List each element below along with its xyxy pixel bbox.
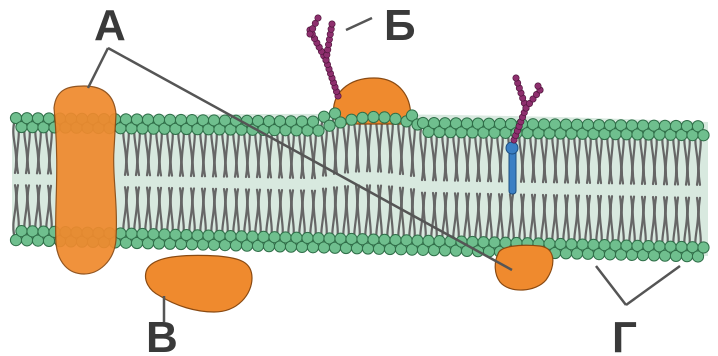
lipid-head bbox=[368, 111, 379, 122]
transmembrane-protein bbox=[54, 86, 116, 274]
lipid-head bbox=[335, 117, 346, 128]
sugar-residue bbox=[513, 75, 519, 81]
peripheral-protein-inner bbox=[495, 245, 553, 290]
lipid-head bbox=[346, 114, 357, 125]
sugar-residue bbox=[535, 83, 541, 89]
lipid-head bbox=[324, 120, 335, 131]
lipid-head bbox=[379, 112, 390, 123]
sugar-residue bbox=[315, 15, 321, 21]
lipid-head bbox=[390, 113, 401, 124]
label-g: Г bbox=[612, 313, 637, 356]
lipid-head bbox=[698, 130, 709, 141]
peripheral-protein-v bbox=[146, 255, 252, 312]
lipid-head bbox=[357, 112, 368, 123]
label-b: Б bbox=[384, 1, 416, 50]
lipid-head bbox=[698, 242, 709, 253]
sugar-residue bbox=[329, 21, 335, 27]
label-a: А bbox=[94, 1, 126, 50]
label-v: В bbox=[146, 313, 178, 356]
lipid-head bbox=[313, 125, 324, 136]
